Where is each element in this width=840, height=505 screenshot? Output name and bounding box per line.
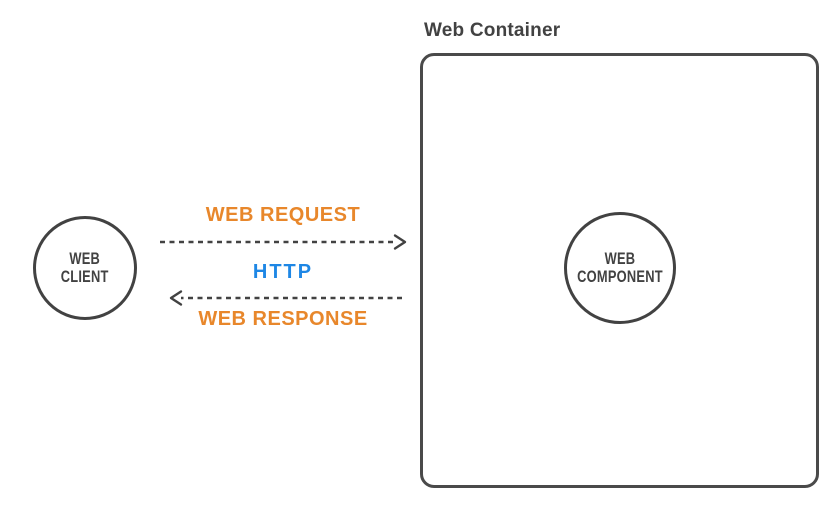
right-arrowhead-icon: [393, 234, 407, 250]
http-label: HTTP: [252, 261, 314, 283]
web-request-arrow: [160, 234, 407, 250]
web-client-label-line1: WEB: [69, 249, 101, 268]
web-client-label: WEB CLIENT: [61, 250, 109, 287]
left-arrowhead-icon: [169, 290, 183, 306]
web-component-label-line2: COMPONENT: [577, 268, 663, 286]
web-client-label-line2: CLIENT: [61, 268, 109, 286]
web-component-label-line1: WEB: [604, 249, 636, 268]
web-client-node: WEB CLIENT: [33, 216, 137, 320]
web-container-title: Web Container: [424, 20, 561, 41]
web-request-label: WEB REQUEST: [205, 204, 361, 226]
web-component-node: WEB COMPONENT: [564, 212, 676, 324]
web-response-label: WEB RESPONSE: [198, 308, 368, 330]
web-response-arrow: [169, 290, 402, 306]
web-component-label: WEB COMPONENT: [577, 250, 663, 287]
